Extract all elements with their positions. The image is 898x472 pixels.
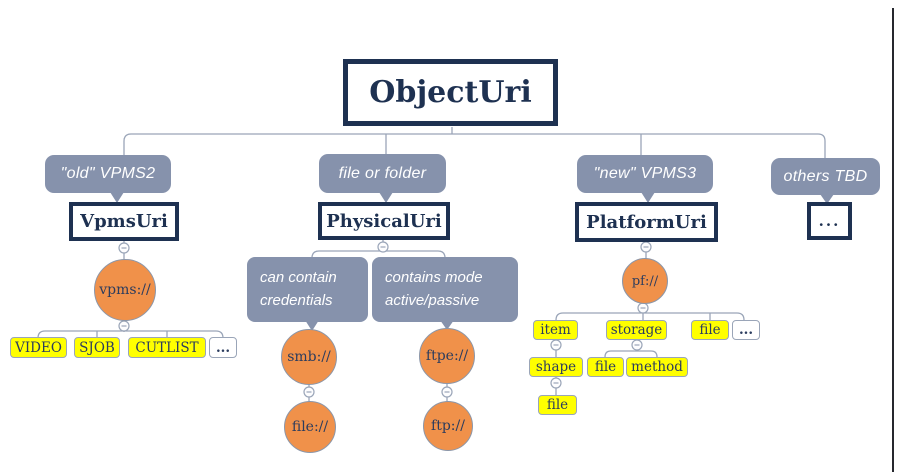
node-segment-storage[interactable]: storage: [606, 320, 667, 340]
node-objecturi[interactable]: ObjectUri: [343, 59, 558, 126]
callout-old-vpms2[interactable]: "old" VPMS2: [45, 155, 171, 193]
collapse-toggle-icon[interactable]: [550, 377, 562, 389]
node-segment-storage-file[interactable]: file: [587, 357, 624, 377]
collapse-toggle-icon[interactable]: [631, 339, 643, 351]
callout-tail: [305, 320, 319, 331]
note-contains-mode[interactable]: contains mode active/passive: [372, 257, 518, 322]
collapse-toggle-icon[interactable]: [550, 339, 562, 351]
collapse-toggle-icon[interactable]: [640, 241, 652, 253]
node-segment-item[interactable]: item: [533, 320, 578, 340]
node-scheme-ftp[interactable]: ftp://: [423, 401, 473, 451]
callout-tails: [110, 192, 834, 331]
collapse-toggle-icon[interactable]: [377, 241, 389, 253]
node-type-cutlist[interactable]: CUTLIST: [128, 337, 206, 358]
node-segment-file[interactable]: file: [691, 320, 729, 340]
node-scheme-file-smb[interactable]: file://: [284, 401, 336, 453]
node-type-video[interactable]: VIDEO: [10, 337, 67, 358]
node-segment-method[interactable]: method: [626, 357, 688, 377]
callout-tail: [379, 192, 393, 203]
node-type-ellipsis[interactable]: ...: [209, 337, 237, 358]
callout-tail: [440, 320, 454, 330]
note-can-contain-credentials[interactable]: can contain credentials: [247, 257, 368, 322]
node-scheme-smb[interactable]: smb://: [281, 329, 337, 385]
node-scheme-vpms[interactable]: vpms://: [94, 259, 156, 321]
collapse-toggle-icon[interactable]: [118, 320, 130, 332]
node-platformuri[interactable]: PlatformUri: [575, 202, 718, 242]
callout-others-tbd[interactable]: others TBD: [771, 158, 880, 195]
callout-tail: [110, 192, 124, 203]
collapse-toggle-icon[interactable]: [637, 302, 649, 314]
node-segment-ellipsis[interactable]: ...: [732, 320, 760, 340]
node-scheme-pf[interactable]: pf://: [622, 258, 668, 304]
collapse-toggle-icon[interactable]: [303, 386, 315, 398]
node-vpmsuri[interactable]: VpmsUri: [69, 202, 179, 241]
callout-new-vpms3[interactable]: "new" VPMS3: [577, 155, 713, 193]
node-segment-shape-file[interactable]: file: [538, 395, 577, 415]
node-scheme-ftpe[interactable]: ftpe://: [419, 328, 475, 384]
node-segment-shape[interactable]: shape: [529, 357, 583, 377]
node-physicaluri[interactable]: PhysicalUri: [318, 202, 450, 240]
window-edge: [892, 8, 894, 472]
node-type-sjob[interactable]: SJOB: [74, 337, 120, 358]
collapse-toggle-icon[interactable]: [441, 386, 453, 398]
callout-tail: [820, 194, 834, 204]
node-others-ellipsis[interactable]: ...: [807, 202, 852, 240]
callout-file-or-folder[interactable]: file or folder: [319, 154, 446, 193]
collapse-toggles: [118, 241, 652, 398]
collapse-toggle-icon[interactable]: [118, 242, 130, 254]
callout-tail: [641, 192, 655, 203]
